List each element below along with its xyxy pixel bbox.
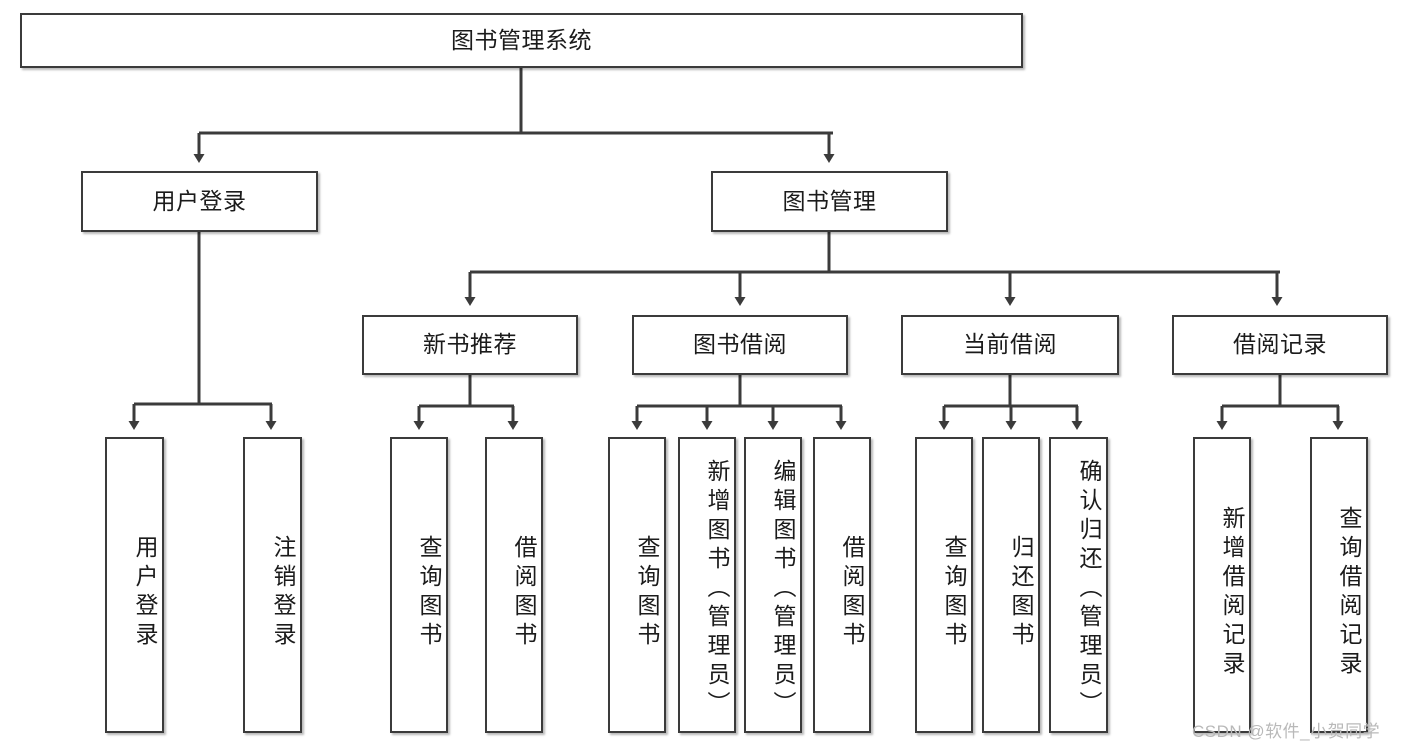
node-book-borrow[interactable]: 图书借阅 xyxy=(632,315,848,375)
node-leaf-query-book-borrow[interactable]: 查询图书 xyxy=(608,437,666,733)
node-user-login[interactable]: 用户登录 xyxy=(81,171,318,232)
node-leaf-query-book-recommend[interactable]: 查询图书 xyxy=(390,437,448,733)
csdn-watermark: CSDN @软件_小贺同学 xyxy=(1192,722,1381,741)
node-leaf-edit-book-admin[interactable]: 编辑图书（管理员） xyxy=(744,437,802,733)
node-leaf-add-book-admin[interactable]: 新增图书（管理员） xyxy=(678,437,736,733)
node-leaf-add-borrow-record[interactable]: 新增借阅记录 xyxy=(1193,437,1251,733)
node-system-title[interactable]: 图书管理系统 xyxy=(20,13,1023,68)
node-leaf-user-login[interactable]: 用户登录 xyxy=(105,437,164,733)
node-borrow-record[interactable]: 借阅记录 xyxy=(1172,315,1388,375)
node-leaf-logout[interactable]: 注销登录 xyxy=(243,437,302,733)
node-leaf-query-borrow-record[interactable]: 查询借阅记录 xyxy=(1310,437,1368,733)
node-leaf-borrow-book-recommend[interactable]: 借阅图书 xyxy=(485,437,543,733)
node-current-borrow[interactable]: 当前借阅 xyxy=(901,315,1119,375)
node-leaf-query-book-current[interactable]: 查询图书 xyxy=(915,437,973,733)
node-leaf-confirm-return-admin[interactable]: 确认归还（管理员） xyxy=(1049,437,1108,733)
node-leaf-borrow-book[interactable]: 借阅图书 xyxy=(813,437,871,733)
node-leaf-return-book[interactable]: 归还图书 xyxy=(982,437,1040,733)
node-book-management[interactable]: 图书管理 xyxy=(711,171,948,232)
node-new-book-recommend[interactable]: 新书推荐 xyxy=(362,315,578,375)
